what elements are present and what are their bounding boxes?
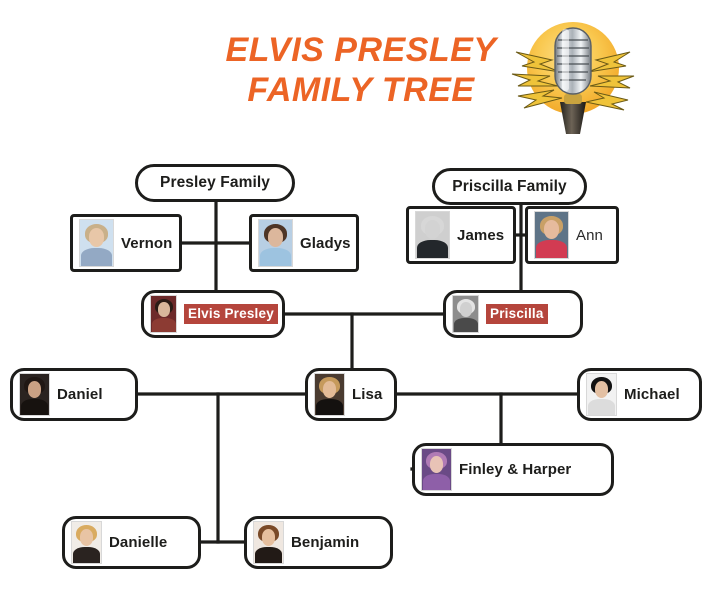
node-label-vernon: Vernon	[121, 234, 173, 252]
james-portrait	[415, 211, 450, 259]
node-label-michael: Michael	[624, 386, 680, 403]
node-label-priscilla-family: Priscilla Family	[452, 177, 567, 195]
page-title: ELVIS PRESLEY FAMILY TREE	[196, 30, 526, 110]
vernon-portrait	[79, 219, 114, 267]
node-james[interactable]: James	[406, 206, 516, 264]
node-benjamin[interactable]: Benjamin	[244, 516, 393, 569]
node-label-gladys: Gladys	[300, 234, 351, 252]
node-label-lisa: Lisa	[352, 386, 383, 403]
node-label-finley-harper: Finley & Harper	[459, 461, 572, 478]
node-label-danielle: Danielle	[109, 534, 168, 551]
node-label-benjamin: Benjamin	[291, 534, 360, 551]
node-lisa[interactable]: Lisa	[305, 368, 397, 421]
michael-portrait	[586, 373, 617, 416]
node-label-presley-family: Presley Family	[160, 174, 270, 191]
node-michael[interactable]: Michael	[577, 368, 702, 421]
node-ann[interactable]: Ann	[525, 206, 619, 264]
node-label-daniel: Daniel	[57, 386, 103, 403]
danielle-portrait	[71, 521, 102, 564]
title-line-2: FAMILY TREE	[247, 71, 475, 110]
node-elvis[interactable]: Elvis Presley	[141, 290, 285, 338]
node-label-elvis: Elvis Presley	[184, 304, 278, 324]
daniel-portrait	[19, 373, 50, 416]
node-finley-harper[interactable]: Finley & Harper	[412, 443, 614, 496]
microphone-icon	[511, 22, 635, 134]
node-presley-family[interactable]: Presley Family	[135, 164, 295, 202]
node-priscilla[interactable]: Priscilla	[443, 290, 583, 338]
node-priscilla-family[interactable]: Priscilla Family	[432, 168, 587, 205]
node-label-priscilla: Priscilla	[486, 304, 548, 324]
node-gladys[interactable]: Gladys	[249, 214, 359, 272]
node-label-ann: Ann	[576, 226, 603, 244]
node-daniel[interactable]: Daniel	[10, 368, 138, 421]
gladys-portrait	[258, 219, 293, 267]
title-line-1: ELVIS PRESLEY	[225, 31, 497, 69]
lisa-portrait	[314, 373, 345, 416]
benjamin-portrait	[253, 521, 284, 564]
priscilla-portrait	[452, 295, 479, 333]
finley-harper-portrait	[421, 448, 452, 491]
node-danielle[interactable]: Danielle	[62, 516, 201, 569]
node-label-james: James	[457, 226, 505, 244]
node-vernon[interactable]: Vernon	[70, 214, 182, 272]
ann-portrait	[534, 211, 569, 259]
elvis-portrait	[150, 295, 177, 333]
